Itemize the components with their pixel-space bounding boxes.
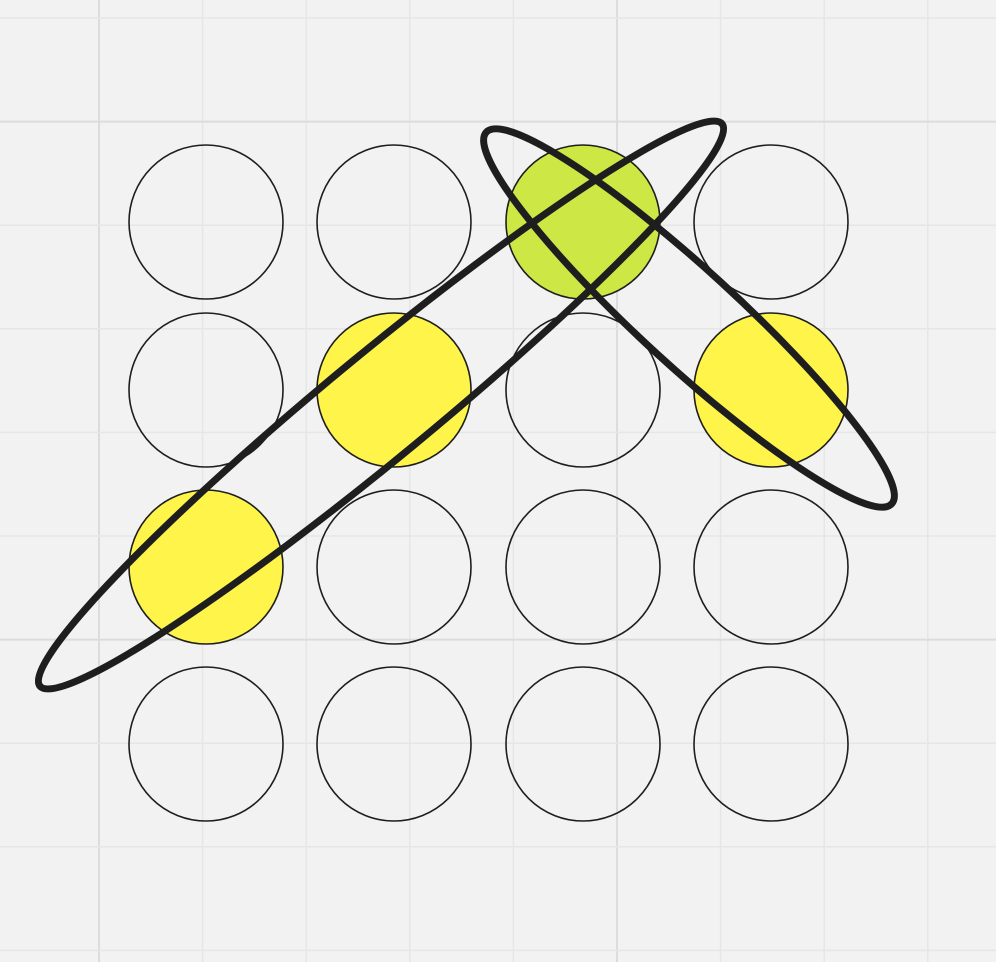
grid-circle-r1-c2[interactable] <box>316 144 472 300</box>
grid-circle-r3-c4[interactable] <box>693 489 849 645</box>
grid-circle-r3-c3[interactable] <box>505 489 661 645</box>
diagonal-group-loop[interactable] <box>7 84 755 727</box>
grid-circle-r2-c3[interactable] <box>505 312 661 468</box>
grid-circle-r4-c1[interactable] <box>128 666 284 822</box>
grid-circle-r4-c3[interactable] <box>505 666 661 822</box>
grid-circle-r1-c1[interactable] <box>128 144 284 300</box>
grid-circle-r4-c2[interactable] <box>316 666 472 822</box>
grid-circle-r2-c2-yellow[interactable] <box>316 312 472 468</box>
grid-circle-r1-c4[interactable] <box>693 144 849 300</box>
grid-circle-r3-c2[interactable] <box>316 489 472 645</box>
annotation-loops <box>7 84 924 727</box>
diagonal-pair-loop[interactable] <box>454 97 924 539</box>
grid-circle-r4-c4[interactable] <box>693 666 849 822</box>
grid-circle-r2-c1[interactable] <box>128 312 284 468</box>
